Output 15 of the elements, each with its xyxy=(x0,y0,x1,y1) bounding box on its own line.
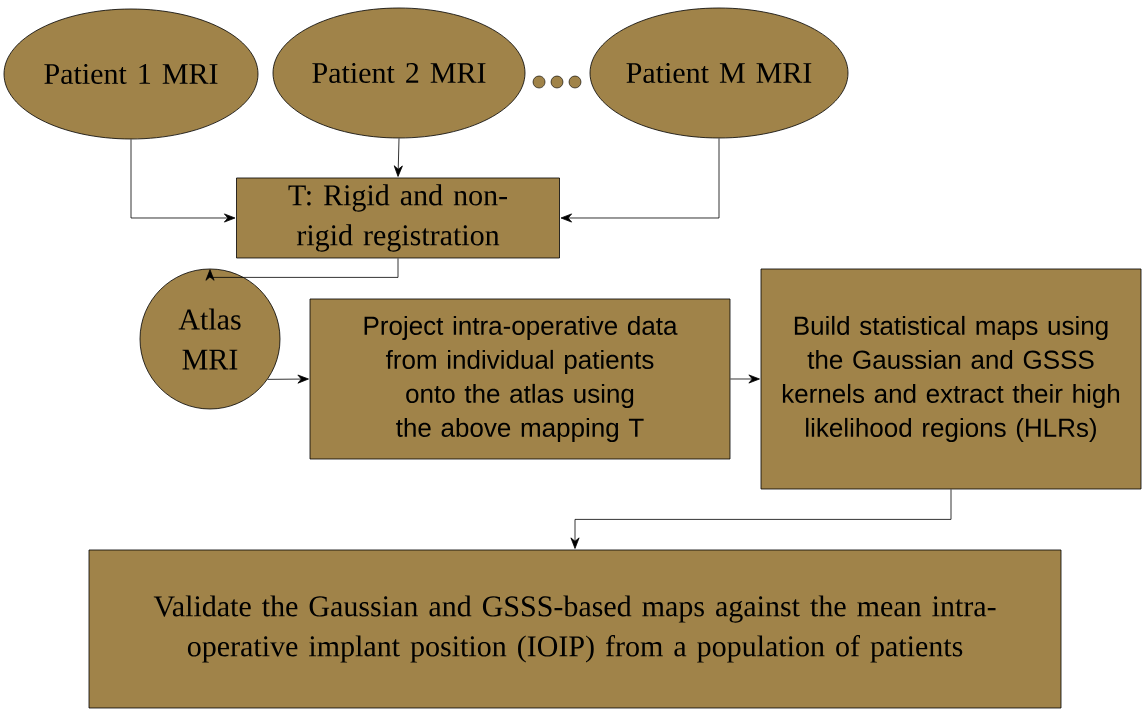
process-box: T: Rigid and non-rigid registration xyxy=(236,177,560,259)
arrow xyxy=(570,489,952,549)
arrow xyxy=(205,258,399,281)
arrow xyxy=(130,139,236,223)
ellipse-node: Patient M MRI xyxy=(589,7,849,139)
circle-node: Atlas MRI xyxy=(139,268,281,410)
arrow xyxy=(393,138,403,177)
arrow xyxy=(267,374,309,384)
process-box: Validate the Gaussian and GSSS-based maps against the mean intra-operative implant position (IOIP) from a population of patients xyxy=(88,549,1062,709)
ellipse-node: Patient 2 MRI xyxy=(272,7,526,139)
arrow xyxy=(560,138,720,223)
process-box: Project intra-operative data from individual patients onto the atlas using the above mapping T xyxy=(309,298,731,460)
ellipse-node: Patient 1 MRI xyxy=(3,8,259,140)
arrow xyxy=(730,374,760,384)
process-box: Build statistical maps using the Gaussian and GSSS kernels and extract their high likelihood regions (HLRs) xyxy=(760,268,1142,490)
